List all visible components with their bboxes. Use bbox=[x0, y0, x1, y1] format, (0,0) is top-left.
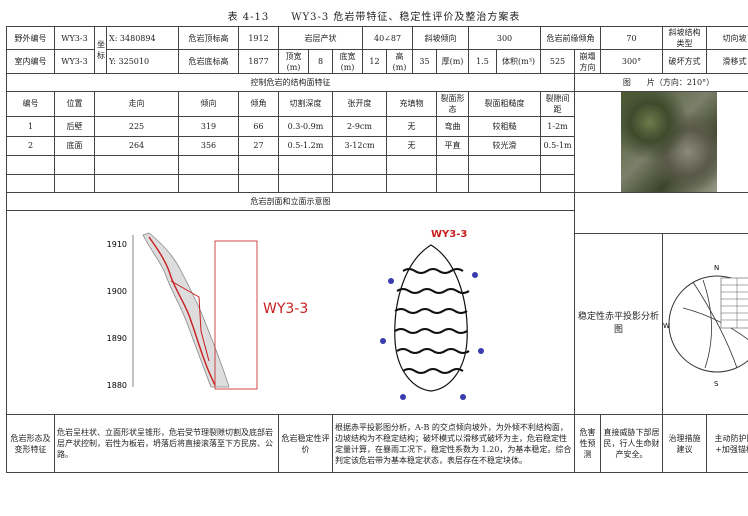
row1-no: 1 bbox=[6, 115, 55, 137]
row1-roughness: 较粗糙 bbox=[468, 115, 542, 137]
top-elev-label: 危岩顶标高 bbox=[178, 26, 239, 50]
north-label: N bbox=[714, 264, 719, 272]
slope-dir-label: 斜坡倾向 bbox=[412, 26, 470, 50]
row2-dip-dir: 356 bbox=[178, 135, 239, 157]
tick-label-1910: 1910 bbox=[106, 240, 126, 249]
row2-strike: 264 bbox=[94, 135, 179, 157]
hazard-label: 危害性预测 bbox=[574, 414, 602, 473]
row1-cut-depth: 0.3-0.9m bbox=[278, 115, 333, 137]
front-dip-label: 危岩前缘倾角 bbox=[540, 26, 602, 50]
coord-label: 坐标 bbox=[94, 26, 107, 74]
col-dip-dir: 倾向 bbox=[178, 91, 239, 117]
collapse-dir: 300° bbox=[600, 49, 664, 74]
failure: 滑移式 bbox=[706, 49, 748, 74]
row1-spacing: 1-2m bbox=[540, 115, 576, 137]
row2-position: 底面 bbox=[54, 135, 95, 157]
volume-label: 体积(m³) bbox=[496, 49, 542, 74]
row1-aperture: 2-9cm bbox=[331, 115, 388, 137]
stability-label: 危岩稳定性评价 bbox=[278, 414, 333, 473]
row1-dip-dir: 319 bbox=[178, 115, 239, 137]
cross-section-profile: 1910 1900 1890 1880 WY3-3 bbox=[106, 232, 308, 390]
thickness-label: 厚(m) bbox=[436, 49, 470, 74]
site-photo-cell bbox=[574, 91, 748, 193]
room-no-label: 室内编号 bbox=[6, 49, 55, 74]
col-strike: 走向 bbox=[94, 91, 179, 117]
top-elev: 1912 bbox=[238, 26, 279, 50]
coord-y: Y: 325010 bbox=[106, 49, 179, 74]
stereonet-label: 稳定性赤平投影分析图 bbox=[574, 233, 664, 415]
bottom-width: 12 bbox=[362, 49, 388, 74]
stereonet: N S W E bbox=[663, 264, 748, 388]
measure-text: 主动防护网+加强锚杆 bbox=[706, 414, 748, 473]
shape-text: 危岩呈柱状、立面形状呈锥形，危岩受节理裂隙切割及底部岩层产状控制，岩性为板岩，坍… bbox=[54, 414, 279, 473]
section-drawing-cell: 1910 1900 1890 1880 WY3-3 WY3-3 bbox=[5, 210, 576, 415]
row2-spacing: 0.5-1m bbox=[540, 135, 576, 157]
col-dip: 倾角 bbox=[238, 91, 279, 117]
measure-label: 治理措施建议 bbox=[662, 414, 708, 473]
elevation-view: WY3-3 bbox=[379, 229, 484, 400]
tick-label-1880: 1880 bbox=[106, 381, 126, 390]
top-width-label: 顶宽(m) bbox=[278, 49, 309, 74]
front-dip: 70 bbox=[600, 26, 664, 50]
slope-struct: 切向坡 bbox=[706, 26, 748, 50]
room-no: WY3-3 bbox=[54, 49, 95, 74]
tick-label-1890: 1890 bbox=[106, 334, 126, 343]
col-spacing: 裂隙间距 bbox=[540, 91, 576, 117]
south-label: S bbox=[714, 380, 719, 388]
col-cut-depth: 切割深度 bbox=[278, 91, 333, 117]
joints-header: 控制危岩的结构面特征 bbox=[5, 73, 576, 92]
col-roughness: 裂面粗糙度 bbox=[468, 91, 542, 117]
stereonet-cell: N S W E bbox=[662, 233, 748, 415]
section-drawings: 1910 1900 1890 1880 WY3-3 WY3-3 bbox=[106, 229, 484, 400]
field-no-label: 野外编号 bbox=[6, 26, 55, 50]
field-no: WY3-3 bbox=[54, 26, 95, 50]
row2-dip: 27 bbox=[238, 135, 279, 157]
height-label: 高(m) bbox=[386, 49, 414, 74]
height: 35 bbox=[412, 49, 438, 74]
risk-table: 野外编号 WY3-3 坐标 X: 3480894 危岩顶标高 1912 岩层产状… bbox=[5, 26, 748, 473]
row2-shape: 平直 bbox=[436, 135, 470, 157]
attitude: 40∠87 bbox=[362, 26, 414, 50]
photo-header: 图 片（方向：210°） bbox=[574, 73, 748, 92]
row2-no: 2 bbox=[6, 135, 55, 157]
profile-label: WY3-3 bbox=[263, 301, 308, 317]
row2-filling: 无 bbox=[386, 135, 438, 157]
failure-label: 破坏方式 bbox=[662, 49, 708, 74]
elevation-label: WY3-3 bbox=[431, 229, 467, 240]
row1-strike: 225 bbox=[94, 115, 179, 137]
col-shape: 裂面形态 bbox=[436, 91, 470, 117]
attitude-label: 岩层产状 bbox=[277, 26, 364, 50]
slope-struct-label: 斜坡结构类型 bbox=[662, 26, 708, 50]
row1-position: 后壁 bbox=[54, 115, 95, 137]
bottom-elev: 1877 bbox=[238, 49, 279, 74]
tick-label-1900: 1900 bbox=[106, 287, 126, 296]
shape-label: 危岩形态及变形特征 bbox=[6, 414, 55, 473]
volume: 525 bbox=[540, 49, 576, 74]
col-no: 编号 bbox=[6, 91, 55, 117]
table-title: 表 4-13 WY3-3 危岩带特征、稳定性评价及整治方案表 bbox=[227, 12, 521, 23]
row2-aperture: 3-12cm bbox=[331, 135, 388, 157]
site-photo bbox=[620, 92, 717, 192]
top-width: 8 bbox=[308, 49, 333, 74]
bottom-elev-label: 危岩底标高 bbox=[178, 49, 239, 74]
west-label: W bbox=[663, 322, 670, 330]
col-filling: 充填物 bbox=[386, 91, 438, 117]
section-header: 危岩剖面和立面示意图 bbox=[5, 192, 576, 211]
stability-text: 根据赤平投影图分析，A-B 的交点倾向坡外，为外倾不利结构面，边坡结构为不稳定结… bbox=[331, 414, 576, 473]
col-position: 位置 bbox=[54, 91, 95, 117]
col-aperture: 张开度 bbox=[331, 91, 388, 117]
row1-filling: 无 bbox=[386, 115, 438, 137]
row1-shape: 弯曲 bbox=[436, 115, 470, 137]
coord-x: X: 3480894 bbox=[106, 26, 179, 50]
thickness: 1.5 bbox=[468, 49, 498, 74]
row2-roughness: 较光滑 bbox=[468, 135, 542, 157]
collapse-dir-label: 崩塌方向 bbox=[574, 49, 602, 74]
row2-cut-depth: 0.5-1.2m bbox=[278, 135, 333, 157]
slope-dir: 300 bbox=[468, 26, 542, 50]
row1-dip: 66 bbox=[238, 115, 279, 137]
hazard-text: 直接威胁下部居民，行人生命财产安全。 bbox=[600, 414, 664, 473]
bottom-width-label: 底宽(m) bbox=[331, 49, 364, 74]
